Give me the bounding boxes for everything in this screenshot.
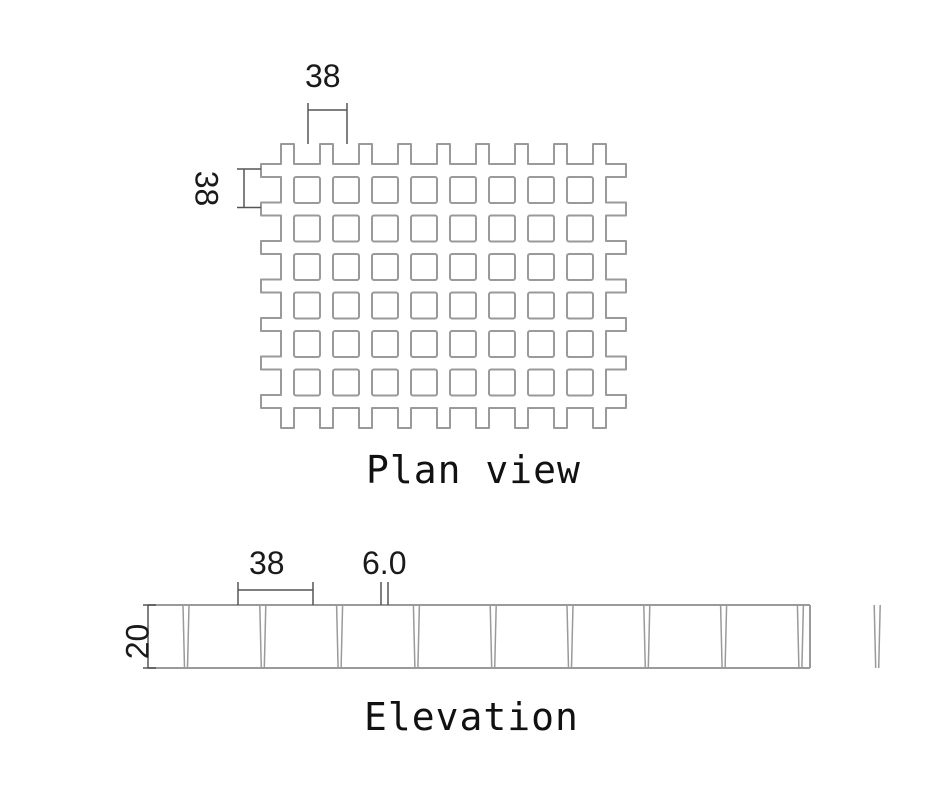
elevation-bar-edge: [259, 604, 263, 669]
plan-view-grid: [260, 143, 627, 429]
plan-grid-cell: [566, 253, 594, 281]
plan-grid-cell: [527, 330, 555, 358]
elevation-bar-edge: [643, 604, 647, 669]
plan-grid-cell: [293, 253, 321, 281]
elevation-dimensions: [143, 582, 389, 669]
elevation-bar-edge: [263, 604, 267, 669]
plan-grid-cell: [488, 330, 516, 358]
elevation-bar-edge: [417, 604, 421, 669]
plan-grid-cell: [488, 253, 516, 281]
plan-grid-cell: [566, 368, 594, 397]
elevation-bar-edge: [873, 604, 877, 669]
plan-grid-cell: [332, 253, 360, 281]
plan-grid-cell: [527, 368, 555, 397]
elevation-bar-edge: [801, 604, 805, 669]
plan-grid-cell: [410, 253, 438, 281]
plan-horizontal-pitch-label: 38: [305, 58, 341, 94]
elevation-bar-edge: [335, 604, 339, 669]
plan-grid-cell: [371, 176, 399, 204]
plan-grid-cell: [332, 176, 360, 204]
plan-grid-cell: [410, 330, 438, 358]
plan-grid-cell: [449, 368, 477, 397]
plan-grid-cell: [371, 253, 399, 281]
plan-grid-cell: [449, 330, 477, 358]
plan-grid-cell: [527, 214, 555, 243]
elevation-bar-edge: [724, 604, 728, 669]
plan-grid-cell: [293, 368, 321, 397]
plan-grid-cell: [527, 253, 555, 281]
plan-grid-cell: [410, 176, 438, 204]
plan-grid-cell: [449, 214, 477, 243]
plan-grid-cell: [371, 368, 399, 397]
plan-grid-cell: [449, 176, 477, 204]
elevation-bar-edge: [570, 604, 574, 669]
plan-grid-cell: [332, 214, 360, 243]
plan-grid-cell: [488, 176, 516, 204]
elevation-bar-edge: [412, 604, 416, 669]
plan-grid-cell: [488, 368, 516, 397]
plan-grid-cell: [293, 291, 321, 320]
elevation-pitch-label: 38: [249, 545, 285, 581]
plan-grid-cell: [371, 291, 399, 320]
plan-grid-cell: [332, 291, 360, 320]
elevation-bar-edge: [493, 604, 497, 669]
plan-grid-cell: [449, 291, 477, 320]
plan-grid-cell: [293, 214, 321, 243]
plan-vertical-pitch-label: 38: [188, 170, 225, 207]
elevation-profile: [148, 604, 881, 669]
elevation-bar-edge: [647, 604, 651, 669]
plan-grid-cell: [332, 368, 360, 397]
elevation-bar-edge: [489, 604, 493, 669]
plan-grid-outline: [260, 143, 627, 429]
elevation-bar-edge: [566, 604, 570, 669]
plan-grid-cell: [566, 330, 594, 358]
elevation-bar-edge: [796, 604, 800, 669]
elevation-bar-edge: [877, 604, 881, 669]
plan-view-dimensions: [237, 103, 348, 209]
plan-grid-cell: [566, 291, 594, 320]
elevation-bar-edge: [186, 604, 190, 669]
plan-grid-cell: [293, 176, 321, 204]
plan-grid-cell: [371, 214, 399, 243]
elevation-bar-edge: [719, 604, 723, 669]
plan-grid-cell: [371, 330, 399, 358]
plan-grid-cell: [293, 330, 321, 358]
elevation-bar-edge: [182, 604, 186, 669]
plan-grid-cell: [332, 330, 360, 358]
plan-grid-cell: [488, 291, 516, 320]
plan-grid-cell: [410, 291, 438, 320]
plan-grid-cell: [527, 291, 555, 320]
plan-grid-cell: [488, 214, 516, 243]
elevation-height-label: 20: [119, 623, 156, 660]
elevation-bar-edge: [340, 604, 344, 669]
plan-view-caption: Plan view: [366, 448, 581, 492]
elevation-caption: Elevation: [364, 695, 579, 739]
plan-grid-cell: [566, 176, 594, 204]
plan-grid-cell: [566, 214, 594, 243]
plan-grid-cell: [527, 176, 555, 204]
plan-grid-cell: [410, 214, 438, 243]
elevation-bar-thickness-label: 6.0: [362, 545, 407, 581]
plan-grid-cell: [449, 253, 477, 281]
plan-grid-cell: [410, 368, 438, 397]
